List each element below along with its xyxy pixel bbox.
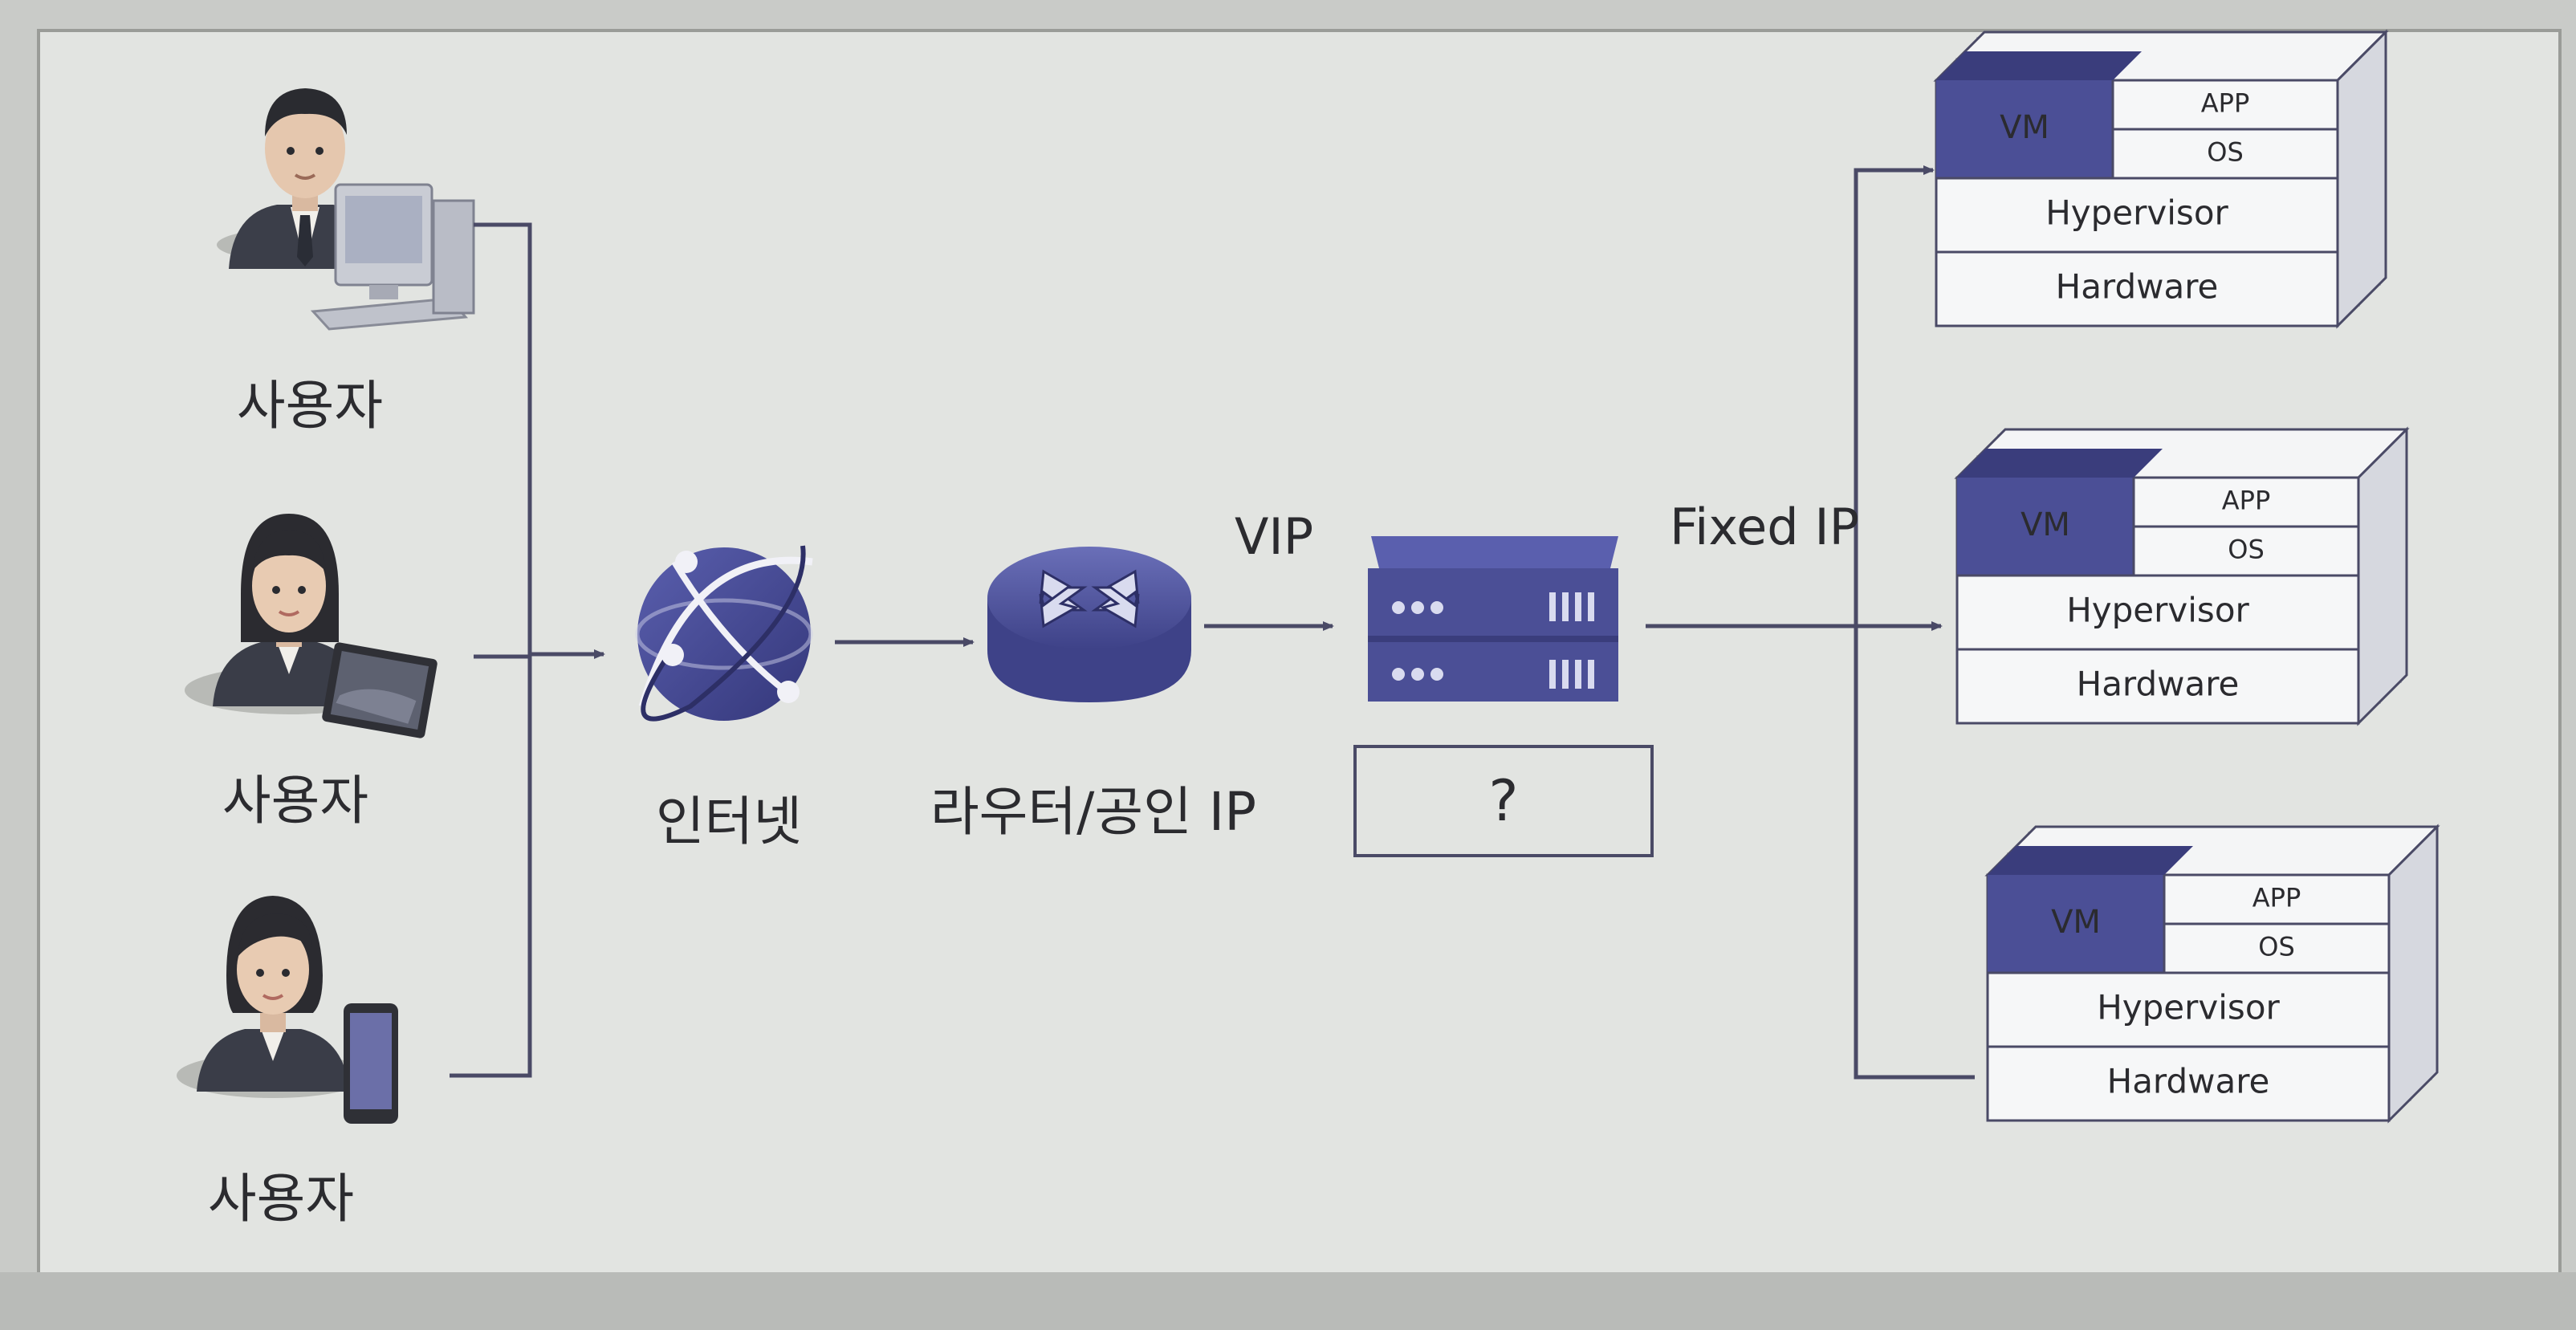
app-label: APP xyxy=(2201,88,2249,119)
vm-block-top xyxy=(1957,449,2163,478)
app-label: APP xyxy=(2222,486,2270,516)
tablet-icon xyxy=(322,642,437,738)
smartphone-icon xyxy=(344,1003,398,1124)
hardware-label: Hardware xyxy=(2077,665,2240,704)
server-appliance-icon xyxy=(1368,536,1618,702)
person-woman-short-hair-icon xyxy=(197,896,349,1092)
user-label-1: 사용자 xyxy=(236,375,384,437)
user-tablet-figure xyxy=(185,514,437,738)
os-label: OS xyxy=(2228,535,2265,565)
server-stacks: VMAPPOSHypervisorHardwareVMAPPOSHypervis… xyxy=(1933,29,2440,1124)
vm-label: VM xyxy=(2051,904,2101,941)
desktop-computer-icon xyxy=(310,183,475,331)
router-label: 라우터/공인 IP xyxy=(930,781,1257,843)
vm-block xyxy=(1936,80,2113,178)
vip-label: VIP xyxy=(1235,507,1314,566)
os-label: OS xyxy=(2258,932,2295,962)
user-label-2: 사용자 xyxy=(222,770,369,832)
stack-side-face xyxy=(2336,29,2387,329)
hardware-label: Hardware xyxy=(2056,267,2219,307)
os-label: OS xyxy=(2207,137,2244,168)
hypervisor-label: Hypervisor xyxy=(2045,193,2228,233)
vm-label: VM xyxy=(2021,506,2070,543)
vm-block xyxy=(1988,875,2164,973)
stack-side-face xyxy=(2357,426,2408,726)
load-balancer-unknown-box: ? xyxy=(1353,745,1654,857)
user-label-3: 사용자 xyxy=(207,1168,355,1230)
stack-side-face xyxy=(2387,824,2439,1124)
vm-block xyxy=(1957,478,2134,576)
servers-bracket-connector xyxy=(1646,168,1975,1080)
hardware-label: Hardware xyxy=(2107,1062,2270,1101)
users-bracket-connector xyxy=(450,222,532,1078)
user-desktop-figure xyxy=(217,88,475,331)
vm-block-top xyxy=(1988,846,2193,875)
hypervisor-label: Hypervisor xyxy=(2066,591,2249,630)
globe-icon xyxy=(635,545,813,722)
fixed-ip-label: Fixed IP xyxy=(1670,498,1860,556)
vm-label: VM xyxy=(2000,109,2049,146)
app-label: APP xyxy=(2252,883,2301,913)
hypervisor-label: Hypervisor xyxy=(2097,988,2280,1027)
router-icon xyxy=(987,547,1191,702)
user-smartphone-figure xyxy=(177,896,398,1124)
vm-block-top xyxy=(1936,51,2142,80)
internet-label: 인터넷 xyxy=(655,791,803,852)
